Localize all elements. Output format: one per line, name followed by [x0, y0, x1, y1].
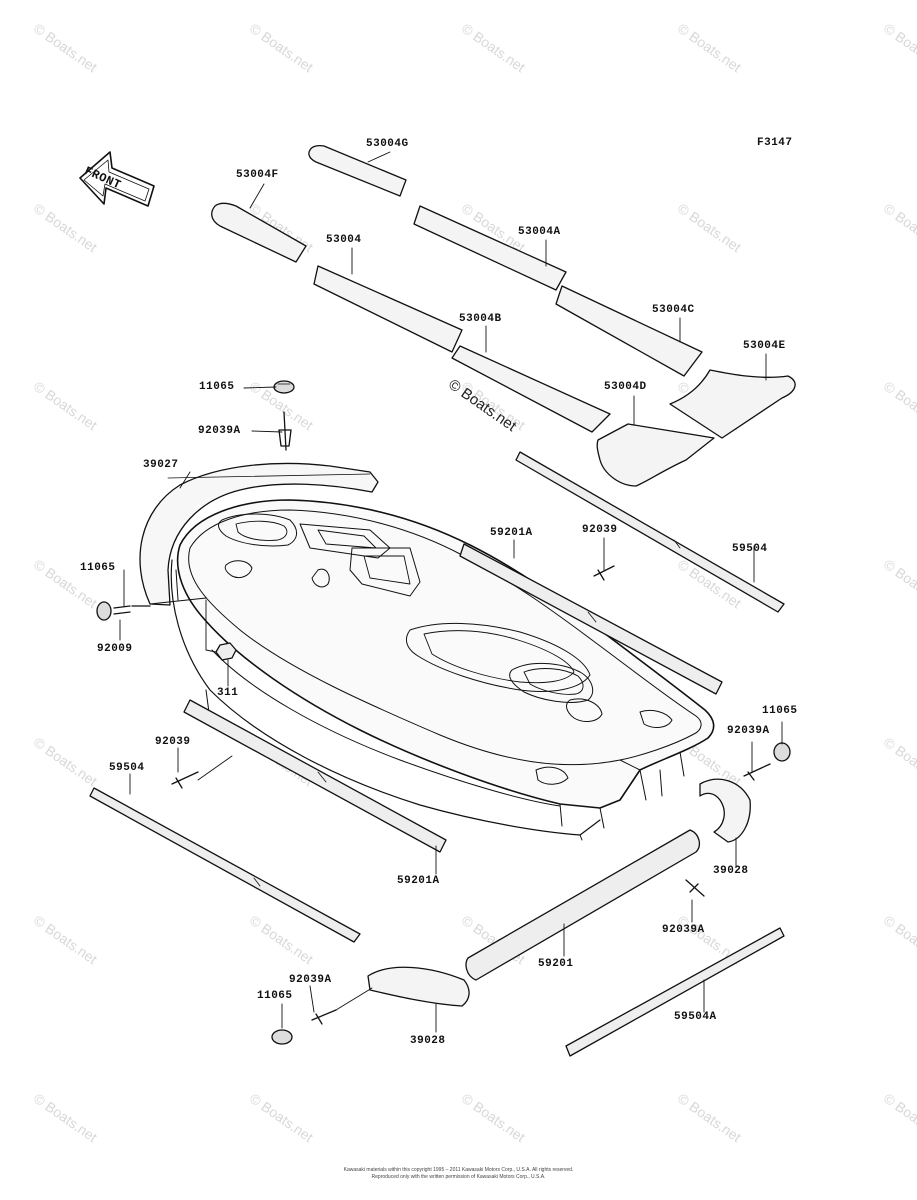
part-label-92039-a: 92039 [582, 524, 618, 536]
copyright-line-1: Kawasaki materials within this copyright… [343, 1167, 574, 1173]
part-label-59201A-a: 59201A [490, 527, 533, 539]
strip-59201 [465, 829, 701, 981]
part-label-92039A-d: 92039A [289, 974, 332, 986]
rivet-92039A-b-icon [743, 763, 771, 781]
part-label-11065-b: 11065 [80, 562, 116, 574]
mat-53004A [413, 205, 567, 291]
copyright-notice: Kawasaki materials within this copyright… [0, 1167, 917, 1181]
part-label-92009: 92009 [97, 643, 133, 655]
part-label-53004: 53004 [326, 234, 362, 246]
screw-92009-icon [113, 605, 151, 615]
part-label-92039A-c: 92039A [662, 924, 705, 936]
part-label-92039A-a: 92039A [198, 425, 241, 437]
mat-53004B [451, 345, 611, 433]
front-arrow-icon [79, 151, 155, 207]
part-label-39028-b: 39028 [410, 1035, 446, 1047]
rivet-92039A-c-icon [685, 879, 705, 897]
part-label-53004C: 53004C [652, 304, 695, 316]
bumper-39027 [139, 462, 379, 606]
rivet-92039A-a-icon [278, 411, 292, 451]
rivet-92039-b-icon [171, 771, 199, 789]
copyright-line-2: Reproduced only with the written permiss… [371, 1174, 546, 1180]
mat-53004G [308, 144, 407, 197]
part-label-53004B: 53004B [459, 313, 502, 325]
cap-11065-b-icon [96, 601, 112, 621]
cap-11065-d-icon [271, 1029, 293, 1045]
part-label-53004G: 53004G [366, 138, 409, 150]
mat-53004C [555, 285, 703, 377]
rivet-92039-a-icon [593, 565, 615, 581]
part-label-53004E: 53004E [743, 340, 786, 352]
cover-39028-a [699, 778, 751, 843]
part-label-11065-a: 11065 [199, 381, 235, 393]
part-label-92039A-b: 92039A [727, 725, 770, 737]
part-label-59504A: 59504A [674, 1011, 717, 1023]
part-label-53004D: 53004D [604, 381, 647, 393]
part-label-39028-a: 39028 [713, 865, 749, 877]
mat-53004 [313, 265, 463, 353]
mat-53004E [669, 369, 796, 439]
strip-59504-a [515, 451, 785, 613]
part-label-11065-c: 11065 [762, 705, 798, 717]
jet-ski-hull [170, 499, 715, 841]
part-label-53004F: 53004F [236, 169, 279, 181]
strip-59201A-a [459, 543, 723, 695]
strip-59504-b [89, 787, 361, 943]
part-label-11065-d: 11065 [257, 990, 293, 1002]
cap-11065-a-icon [273, 380, 295, 394]
part-label-59201A-b: 59201A [397, 875, 440, 887]
cover-39028-b [367, 966, 470, 1007]
part-label-53004A: 53004A [518, 226, 561, 238]
cap-11065-c-icon [773, 742, 791, 762]
part-label-59504-a: 59504 [732, 543, 768, 555]
part-label-59504-b: 59504 [109, 762, 145, 774]
part-label-59201: 59201 [538, 958, 574, 970]
figure-code: F3147 [757, 137, 793, 149]
part-label-311: 311 [217, 687, 239, 699]
part-label-39027: 39027 [143, 459, 179, 471]
mat-53004D [596, 423, 715, 487]
strip-59201A-b [183, 699, 447, 853]
strip-59504A [565, 927, 785, 1057]
part-label-92039-b: 92039 [155, 736, 191, 748]
mat-53004F [211, 202, 307, 263]
rivet-92039A-d-icon [311, 1009, 337, 1025]
